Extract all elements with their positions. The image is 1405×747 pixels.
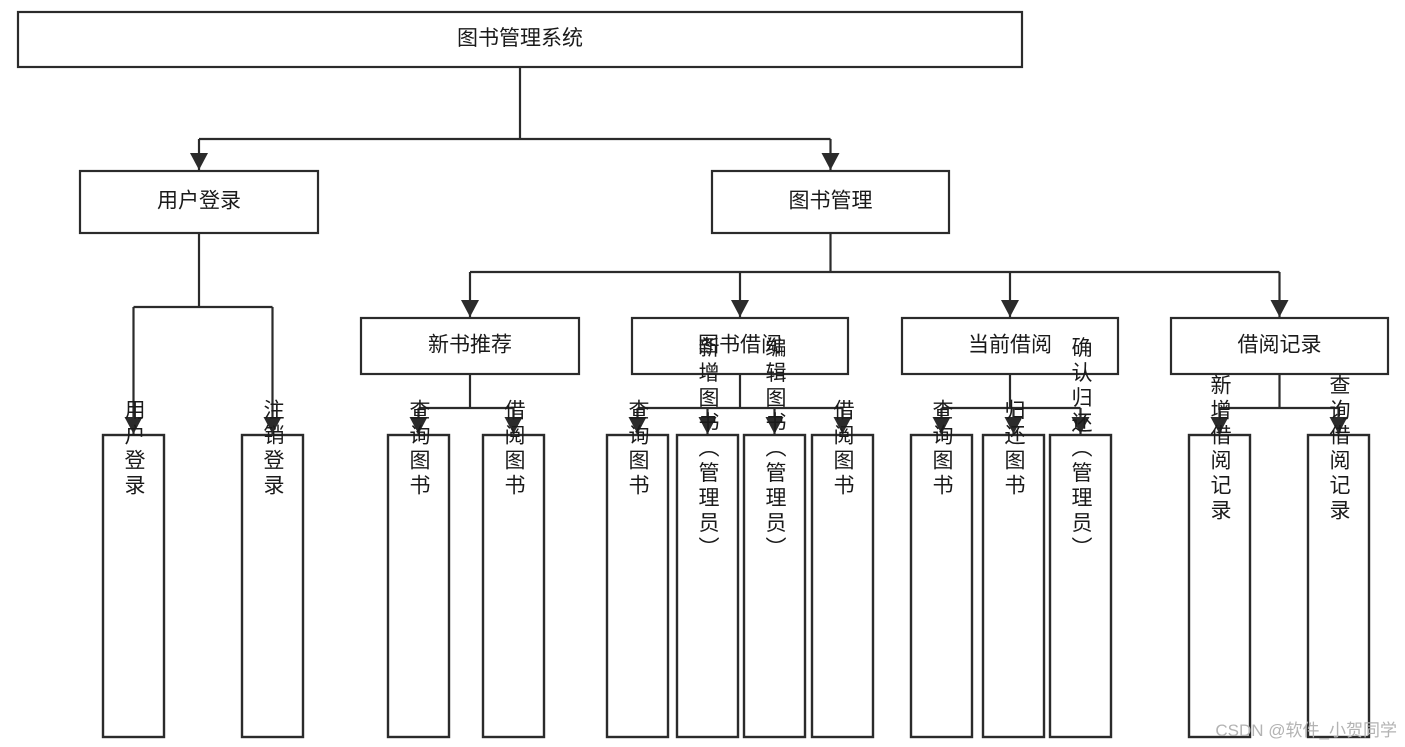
node-label-leaf-borrow-book: 借阅图书 [831,399,855,499]
node-label-root: 图书管理系统 [457,27,583,50]
node-label-leaf-user-login: 用户登录 [122,399,146,499]
node-label-current-borrow: 当前借阅 [968,334,1052,357]
borrow-record-arrow-1 [1329,417,1348,434]
node-leaf-edit-book[interactable]: 编辑图书（管理员） [742,337,807,739]
node-box-leaf-add-book[interactable] [675,433,740,739]
node-book-management[interactable]: 图书管理 [710,169,951,235]
node-box-leaf-query-book-recommend[interactable] [386,433,451,739]
node-label-leaf-logout-login: 注销登录 [261,399,285,499]
book-borrow-arrow-1 [698,417,717,434]
node-leaf-query-borrow-record[interactable]: 查询借阅记录 [1306,374,1371,739]
node-label-leaf-query-book-recommend: 查询图书 [407,399,431,499]
node-label-book-borrow: 图书借阅 [698,334,782,357]
node-box-root[interactable] [16,10,1024,69]
new-book-recommend-arrow-0 [409,417,428,434]
node-leaf-user-login[interactable]: 用户登录 [101,399,166,739]
root-arrow-0 [190,153,208,170]
node-user-login[interactable]: 用户登录 [78,169,320,235]
node-root[interactable]: 图书管理系统 [16,10,1024,69]
node-leaf-logout-login[interactable]: 注销登录 [240,399,305,739]
node-box-leaf-return-book[interactable] [981,433,1046,739]
node-current-borrow[interactable]: 当前借阅 [900,316,1120,376]
node-box-new-book-recommend[interactable] [359,316,581,376]
new-book-recommend-arrow-1 [504,417,523,434]
node-box-leaf-borrow-book[interactable] [810,433,875,739]
node-box-leaf-edit-book[interactable] [742,433,807,739]
node-leaf-query-book-current[interactable]: 查询图书 [909,399,974,739]
node-box-current-borrow[interactable] [900,316,1120,376]
node-box-leaf-confirm-return[interactable] [1048,433,1113,739]
node-leaf-query-book-recommend[interactable]: 查询图书 [386,399,451,739]
node-box-leaf-query-book-current[interactable] [909,433,974,739]
node-label-leaf-confirm-return: 确认归还（管理员） [1069,337,1093,562]
node-book-borrow[interactable]: 图书借阅 [630,316,850,376]
book-management-arrow-0 [461,300,479,317]
node-box-leaf-user-login[interactable] [101,433,166,739]
node-box-leaf-logout-login[interactable] [240,433,305,739]
node-leaf-borrow-book[interactable]: 借阅图书 [810,399,875,739]
node-label-leaf-add-book: 新增图书（管理员） [696,337,720,562]
connector-layer [124,67,1348,434]
node-label-leaf-query-book-current: 查询图书 [930,399,954,499]
user-login-arrow-0 [124,417,143,434]
node-label-leaf-add-borrow-record: 新增借阅记录 [1208,374,1232,524]
node-box-leaf-query-book-borrow[interactable] [605,433,670,739]
node-box-book-borrow[interactable] [630,316,850,376]
node-leaf-add-borrow-record[interactable]: 新增借阅记录 [1187,374,1252,739]
root-arrow-1 [821,153,840,170]
node-leaf-borrow-book-recommend[interactable]: 借阅图书 [481,399,546,739]
node-leaf-return-book[interactable]: 归还图书 [981,399,1046,739]
node-label-leaf-query-book-borrow: 查询图书 [626,399,650,499]
node-box-book-management[interactable] [710,169,951,235]
book-management-arrow-2 [1001,300,1019,317]
node-borrow-record[interactable]: 借阅记录 [1169,316,1390,376]
node-box-leaf-borrow-book-recommend[interactable] [481,433,546,739]
current-borrow-arrow-2 [1071,417,1090,434]
book-borrow-arrow-2 [765,417,784,434]
node-box-borrow-record[interactable] [1169,316,1390,376]
book-borrow-arrow-0 [628,417,647,434]
borrow-record-arrow-0 [1210,417,1229,434]
node-leaf-query-book-borrow[interactable]: 查询图书 [605,399,670,739]
node-box-leaf-add-borrow-record[interactable] [1187,433,1252,739]
node-box-user-login[interactable] [78,169,320,235]
book-management-arrow-3 [1270,300,1289,317]
node-label-leaf-query-borrow-record: 查询借阅记录 [1327,374,1351,524]
current-borrow-arrow-0 [932,417,951,434]
node-leaf-add-book[interactable]: 新增图书（管理员） [675,337,740,739]
book-borrow-arrow-3 [833,417,852,434]
book-management-arrow-1 [731,300,749,317]
current-borrow-arrow-1 [1004,417,1023,434]
node-leaf-confirm-return[interactable]: 确认归还（管理员） [1048,337,1113,739]
node-label-borrow-record: 借阅记录 [1238,334,1322,357]
node-label-leaf-borrow-book-recommend: 借阅图书 [502,399,526,499]
node-label-leaf-edit-book: 编辑图书（管理员） [763,337,787,562]
node-new-book-recommend[interactable]: 新书推荐 [359,316,581,376]
user-login-arrow-1 [263,417,282,434]
node-label-book-management: 图书管理 [789,190,873,213]
node-box-leaf-query-borrow-record[interactable] [1306,433,1371,739]
node-label-new-book-recommend: 新书推荐 [428,334,512,357]
node-layer: 图书管理系统用户登录图书管理新书推荐图书借阅当前借阅借阅记录用户登录注销登录查询… [16,10,1390,739]
node-label-leaf-return-book: 归还图书 [1002,399,1026,499]
node-label-user-login: 用户登录 [157,190,241,213]
